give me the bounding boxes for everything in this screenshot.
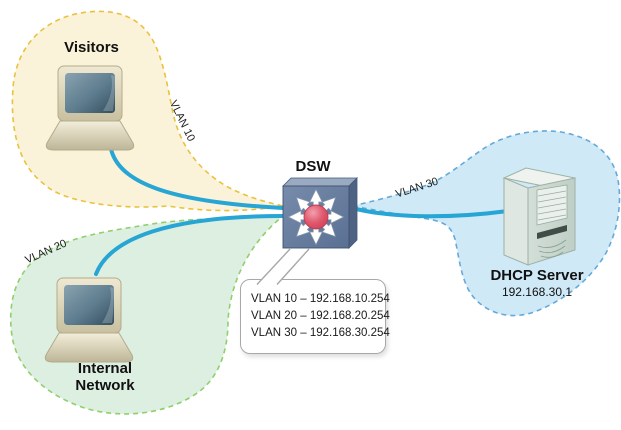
- internal-network-cloud: [9, 214, 286, 415]
- internal-network-label-line2: Network: [75, 377, 135, 394]
- vlan-gateway-callout: VLAN 10 – 192.168.10.254 VLAN 20 – 192.1…: [240, 279, 390, 354]
- vlan30-link-line: [350, 206, 510, 219]
- callout-line-vlan10: VLAN 10 – 192.168.10.254: [251, 293, 390, 305]
- dsw-label: DSW: [295, 158, 331, 175]
- dhcp-server-ip: 192.168.30.1: [501, 285, 573, 299]
- visitors-cloud: [11, 10, 284, 212]
- dsw-switch-icon: [282, 177, 358, 249]
- visitors-label: Visitors: [64, 39, 119, 56]
- vlan20-link-line: [94, 214, 285, 276]
- vlan10-link-line: [109, 147, 285, 210]
- internal-network-label-line1: Internal: [77, 360, 133, 377]
- dhcp-server-label: DHCP Server: [490, 267, 584, 284]
- dhcp-server-icon: [502, 167, 577, 266]
- callout-line-vlan20: VLAN 20 – 192.168.20.254: [251, 310, 390, 322]
- callout-line-vlan30: VLAN 30 – 192.168.30.254: [251, 327, 390, 339]
